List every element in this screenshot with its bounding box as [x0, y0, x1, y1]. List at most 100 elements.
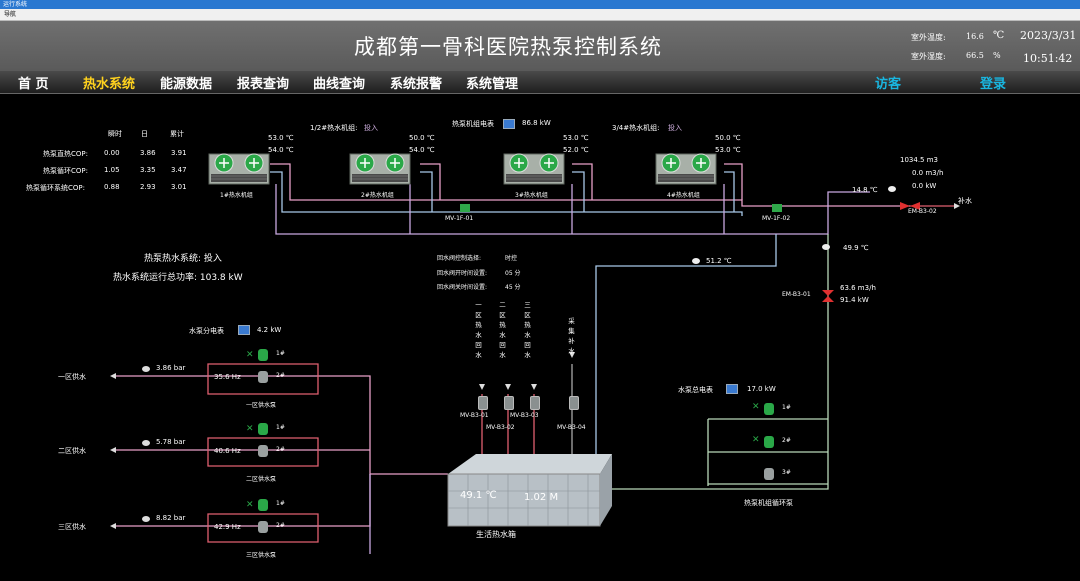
pump-icon[interactable]: [258, 423, 268, 435]
tank-level: 1.02 M: [524, 492, 559, 503]
pump-icon[interactable]: [258, 521, 268, 533]
group-12-state[interactable]: 投入: [364, 124, 378, 132]
meter-icon: [238, 325, 250, 335]
pump-icon[interactable]: [258, 499, 268, 511]
window-titlebar: 运行系统: [0, 0, 1080, 9]
return-mode-value[interactable]: 时控: [505, 255, 518, 262]
group-12-label: 1/2#热水机组:: [310, 124, 358, 132]
outdoor-humidity-unit: %: [993, 51, 1001, 60]
menu-nav[interactable]: 导航: [4, 11, 17, 18]
circ-pump-label: 热泵机组循环泵: [744, 499, 793, 507]
fan-icon: [349, 153, 411, 185]
heat-pump-name: 1#热水机组: [220, 192, 253, 199]
zone-pressure: 5.78 bar: [156, 438, 186, 446]
nav-system-alarm[interactable]: 系统报警: [390, 77, 443, 92]
unit-meter-label: 热泵机组电表: [452, 120, 494, 128]
zone-supply-label: 一区供水: [58, 373, 86, 381]
return-mode-label: 回水阀控制选择:: [437, 255, 482, 262]
heat-pump-temp-in: 52.0 ℃: [563, 146, 589, 154]
window-title: 运行系统: [3, 1, 28, 8]
makeup-meter-id: EM-B3-02: [908, 208, 937, 215]
valve-mv-b3-03[interactable]: MV-B3-03: [510, 412, 539, 419]
valve-mv-1f-02[interactable]: MV-1F-02: [762, 215, 791, 222]
hot-water-diagram: 瞬时 日 累计 热泵直热COP: 0.00 3.86 3.91 热泵循环COP:…: [0, 94, 1080, 581]
return-close-label: 回水阀关时间设置:: [437, 284, 488, 291]
unit-meter-value: 86.8 kW: [522, 119, 551, 127]
nav-report-query[interactable]: 报表查询: [237, 77, 290, 92]
zone-frequency: 35.6 Hz: [214, 373, 241, 381]
pump-icon[interactable]: [764, 468, 774, 480]
temperature-sensor-icon: [692, 258, 700, 264]
pump-icon[interactable]: [258, 371, 268, 383]
pump-run-icon: ✕: [246, 500, 254, 510]
nav-hot-water[interactable]: 热水系统: [83, 77, 136, 92]
cop-row-total: 3.91: [171, 149, 187, 157]
heat-pump-unit[interactable]: [208, 148, 270, 188]
nav-energy-data[interactable]: 能源数据: [160, 77, 213, 92]
heat-pump-unit[interactable]: [349, 148, 411, 188]
system-total-power: 热水系统运行总功率: 103.8 kW: [113, 273, 243, 283]
login-button[interactable]: 登录: [980, 77, 1007, 92]
pump-name: 1#: [782, 404, 791, 411]
header: 成都第一骨科医院热泵控制系统 室外温度: 16.6 ℃ 室外湿度: 66.5 %…: [0, 21, 1080, 71]
heat-pump-temp-in: 54.0 ℃: [409, 146, 435, 154]
valve-icon[interactable]: [569, 396, 579, 410]
pump-name: 3#: [782, 469, 791, 476]
valve-mv-b3-04[interactable]: MV-B3-04: [557, 424, 586, 431]
zone-pump-label: 二区供水泵: [246, 476, 277, 483]
nav-curve-query[interactable]: 曲线查询: [313, 77, 366, 92]
current-time: 10:51:42: [1023, 52, 1073, 65]
zone-meter-label: 水泵分电表: [189, 327, 224, 335]
valve-mv-b3-01[interactable]: MV-B3-01: [460, 412, 489, 419]
pressure-gauge-icon: [142, 516, 150, 522]
outdoor-temp-label: 室外温度:: [911, 33, 946, 42]
nav-system-management[interactable]: 系统管理: [466, 77, 519, 92]
heat-pump-temp-in: 53.0 ℃: [715, 146, 741, 154]
fan-icon: [208, 153, 270, 185]
heat-pump-unit[interactable]: [503, 148, 565, 188]
pump-icon[interactable]: [258, 445, 268, 457]
cop-row-instant: 0.00: [104, 149, 120, 157]
zone-pressure: 8.82 bar: [156, 514, 186, 522]
pump-icon[interactable]: [764, 436, 774, 448]
valve-icon[interactable]: [478, 396, 488, 410]
pump-name: 2#: [276, 372, 285, 379]
makeup-volume: 1034.5 m3: [900, 156, 938, 164]
pressure-gauge-icon: [142, 366, 150, 372]
fan-icon: [503, 153, 565, 185]
tank-temp: 49.1 ℃: [460, 490, 497, 501]
tank-label: 生活热水箱: [476, 530, 516, 539]
heat-pump-unit[interactable]: [655, 148, 717, 188]
return-close-value[interactable]: 45 分: [505, 284, 521, 291]
meter-icon: [503, 119, 515, 129]
loop-power: 91.4 kW: [840, 296, 869, 304]
zone-meter-value: 4.2 kW: [257, 326, 282, 334]
loop-temp-right: 49.9 ℃: [843, 244, 869, 252]
group-34-state[interactable]: 投入: [668, 124, 682, 132]
return-open-value[interactable]: 05 分: [505, 270, 521, 277]
return-open-label: 回水阀开时间设置:: [437, 270, 488, 277]
outdoor-humidity-label: 室外湿度:: [911, 52, 946, 61]
valve-icon[interactable]: [530, 396, 540, 410]
valve-mv-b3-02[interactable]: MV-B3-02: [486, 424, 515, 431]
heat-pump-name: 2#热水机组: [361, 192, 394, 199]
loop-meter-id: EM-B3-01: [782, 291, 811, 298]
valve-mv-1f-01[interactable]: MV-1F-01: [445, 215, 474, 222]
zone-pump-label: 三区供水泵: [246, 552, 277, 559]
pump-icon[interactable]: [258, 349, 268, 361]
zone-pressure: 3.86 bar: [156, 364, 186, 372]
zone-frequency: 40.6 Hz: [214, 447, 241, 455]
valve-icon[interactable]: [504, 396, 514, 410]
visitor-button[interactable]: 访客: [875, 77, 902, 92]
heat-pump-temp-out: 50.0 ℃: [409, 134, 435, 142]
pump-run-icon: ✕: [752, 435, 760, 445]
pump-icon[interactable]: [764, 403, 774, 415]
cop-row-instant: 0.88: [104, 183, 120, 191]
pump-name: 2#: [782, 437, 791, 444]
heat-pump-temp-out: 53.0 ℃: [563, 134, 589, 142]
current-date: 2023/3/31: [1020, 29, 1077, 42]
heat-pump-name: 4#热水机组: [667, 192, 700, 199]
nav-home[interactable]: 首 页: [18, 77, 49, 92]
cop-header-total: 累计: [170, 130, 184, 138]
makeup-power: 0.0 kW: [912, 182, 937, 190]
